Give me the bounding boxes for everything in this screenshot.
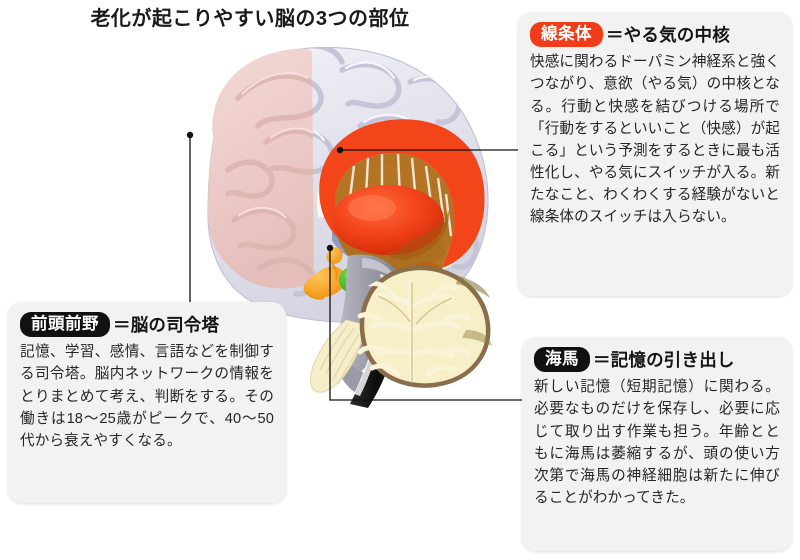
badge-striatum: 線条体 — [530, 22, 603, 48]
card-heading-striatum: 線条体 ＝やる気の中核 — [530, 22, 780, 48]
card-body-prefrontal: 記憶、学習、感情、言語などを制御する司令塔。脳内ネットワークの情報をとりまとめて… — [20, 344, 274, 449]
card-heading-prefrontal: 前頭前野 ＝脳の司令塔 — [20, 312, 274, 338]
prefrontal-cortex-region — [208, 48, 314, 289]
card-body-hippocampus: 新しい記憶（短期記憶）に関わる。必要なものだけを保存し、必要に応じて取り出す作業… — [534, 379, 780, 507]
badge-prefrontal: 前頭前野 — [20, 312, 110, 338]
card-body-striatum: 快感に関わるドーパミン神経系と強くつながり、意欲（やる気）の中核となる。行動と快… — [530, 54, 780, 226]
callout-card-prefrontal: 前頭前野 ＝脳の司令塔 記憶、学習、感情、言語などを制御する司令塔。脳内ネットワ… — [8, 302, 286, 503]
callout-card-striatum: 線条体 ＝やる気の中核 快感に関わるドーパミン神経系と強くつながり、意欲（やる気… — [518, 12, 792, 296]
card-heading-hippocampus: 海馬 ＝記憶の引き出し — [534, 347, 780, 373]
badge-hippocampus: 海馬 — [534, 347, 590, 373]
card-heading-tail-striatum: ＝やる気の中核 — [606, 25, 730, 46]
card-heading-tail-prefrontal: ＝脳の司令塔 — [113, 315, 220, 336]
callout-card-hippocampus: 海馬 ＝記憶の引き出し 新しい記憶（短期記憶）に関わる。必要なものだけを保存し、… — [522, 337, 792, 551]
page-title: 老化が起こりやすい脳の3つの部位 — [90, 8, 410, 30]
card-heading-tail-hippocampus: ＝記憶の引き出し — [593, 350, 735, 371]
